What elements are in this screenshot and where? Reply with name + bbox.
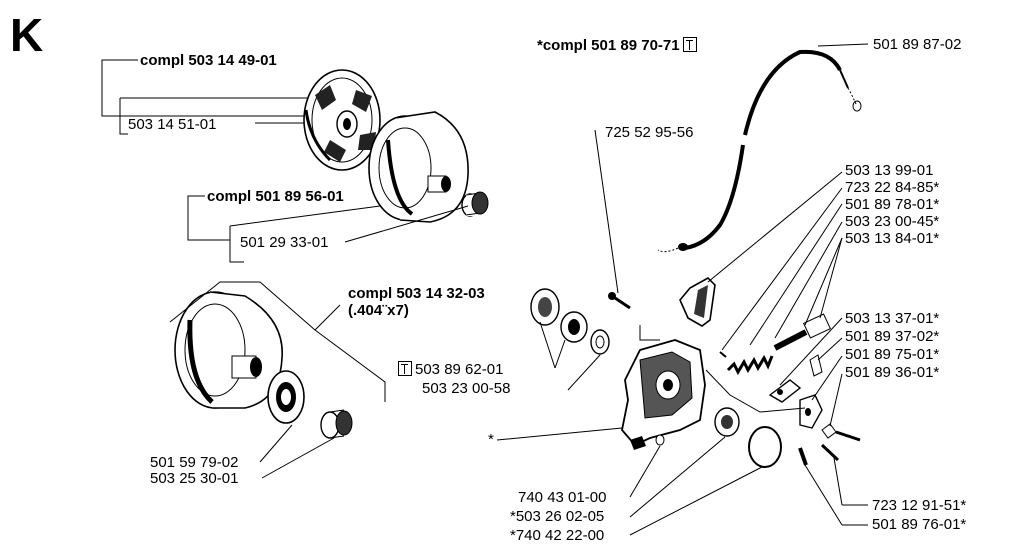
part-740-42-22-00-label: *740 42 22-00	[510, 527, 605, 544]
bracket-drum-kit	[187, 195, 230, 241]
pump-spring-illustration	[726, 354, 774, 376]
pump-screw-illustration	[608, 292, 631, 310]
part-501-89-75-01-label: 501 89 75-01*	[845, 346, 940, 363]
part-503-13-37-01-label: 503 13 37-01*	[845, 310, 940, 327]
clutch-illustration	[303, 69, 381, 171]
bracket-clutch-kit	[101, 59, 138, 117]
oil-hose-label: 501 89 87-02	[873, 36, 962, 53]
washer-label: 503 23 00-58	[422, 380, 511, 397]
tool-icon	[682, 37, 697, 52]
part-501-89-37-02-label: 501 89 37-02*	[845, 328, 940, 345]
rim-sprocket-kit-label: compl 503 14 32-03	[348, 285, 485, 302]
bracket-clutch-sub	[119, 98, 128, 135]
part-503-13-84-01-label: 503 13 84-01*	[845, 230, 940, 247]
section-letter: K	[10, 9, 44, 61]
marker-label: *	[488, 431, 494, 448]
clutch-drum-illustration	[368, 111, 489, 223]
oil-hose-illustration	[657, 49, 862, 253]
o-ring-illustration	[748, 426, 782, 468]
rim-sprocket-illustration	[267, 370, 305, 424]
cover-label: 503 13 99-01	[845, 162, 934, 179]
needle-bearing-a-label: 501 29 33-01	[240, 234, 329, 251]
rim-sprocket-size-label: (.404¨x7)	[348, 302, 409, 319]
part-501-89-78-01-label: 501 89 78-01*	[845, 196, 940, 213]
seal-illustration	[714, 407, 740, 437]
part-503-23-00-45-label: 503 23 00-45*	[845, 213, 940, 230]
part-740-43-01-00-label: 740 43 01-00	[518, 489, 607, 506]
part-723-22-84-85-label: 723 22 84-85*	[845, 179, 940, 196]
clutch-spring-label: 503 14 51-01	[128, 116, 217, 133]
pump-plunger-illustration	[773, 313, 832, 351]
needle-bearing-b-label: 503 25 30-01	[150, 470, 239, 487]
part-501-89-36-01-label: 501 89 36-01*	[845, 364, 940, 381]
part-723-12-91-51-label: 723 12 91-51*	[872, 497, 967, 514]
oil-pump-body-illustration	[621, 339, 706, 450]
washer-illustration	[590, 329, 610, 355]
rim-sprocket-label: 501 59 79-02	[150, 454, 239, 471]
part-501-89-76-01-label: 501 89 76-01*	[872, 516, 967, 533]
pin-illustration	[655, 434, 665, 446]
pump-screw-label: 725 52 95-56	[605, 124, 694, 141]
rim-drum-illustration	[174, 291, 283, 409]
adjuster-illustration	[768, 354, 861, 466]
clutch-kit-label: compl 503 14 49-01	[140, 52, 277, 69]
part-503-26-02-05-label: *503 26 02-05	[510, 508, 605, 525]
oil-pump-kit-label: *compl 501 89 70-71	[537, 37, 697, 54]
drive-gear-illustration	[530, 288, 588, 343]
cover-illustration	[679, 277, 716, 327]
drive-gear-label: 503 89 62-01	[398, 361, 503, 378]
tool-icon	[398, 361, 412, 376]
rim-needle-bearing-illustration	[320, 409, 353, 439]
drum-kit-label: compl 501 89 56-01	[207, 188, 344, 205]
